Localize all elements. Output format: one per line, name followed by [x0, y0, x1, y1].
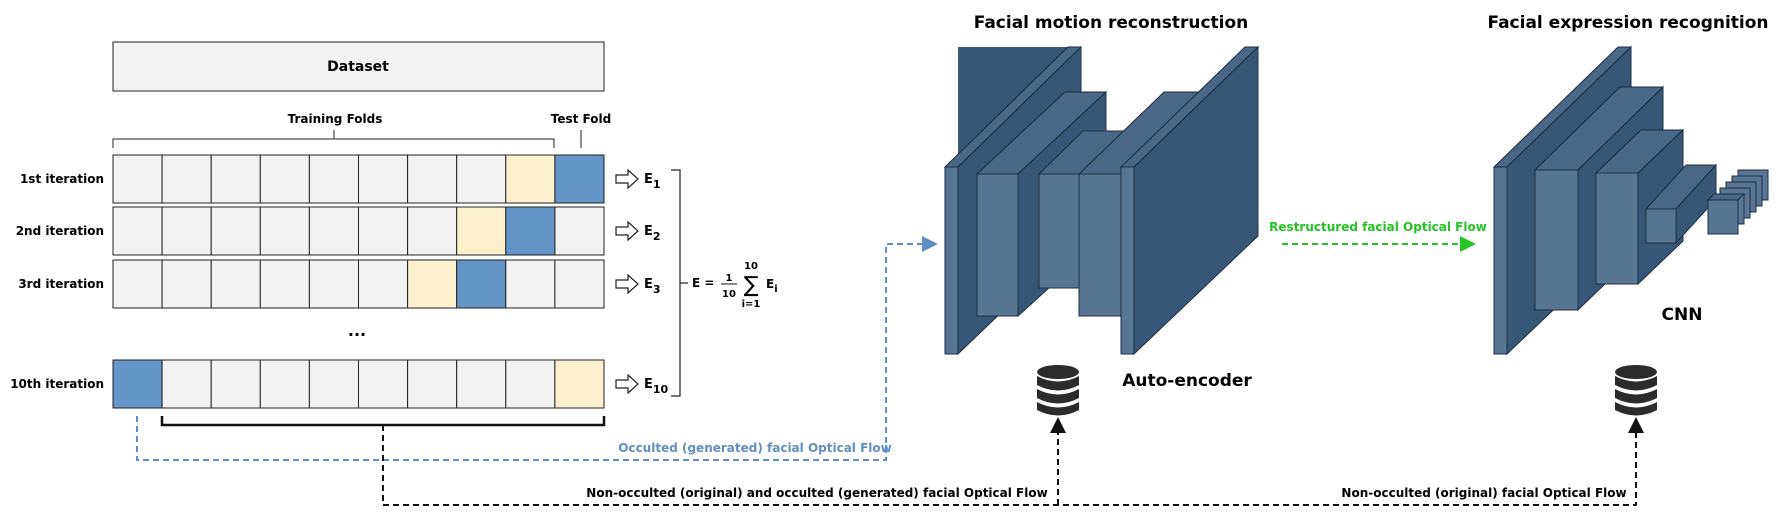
training-fold-cell — [161, 259, 212, 309]
training-fold-cell — [259, 259, 310, 309]
training-fold-cell — [259, 359, 310, 409]
formula-numerator: 1 — [726, 273, 733, 284]
test-fold-cell — [456, 259, 507, 309]
training-fold-cell — [210, 154, 261, 204]
cnn-layer-4 — [1644, 163, 1718, 245]
cnn-network — [1492, 45, 1769, 356]
training-fold-cell — [112, 259, 163, 309]
training-fold-cell — [456, 154, 507, 204]
cnn-label: CNN — [1662, 305, 1703, 325]
fold-brackets: Training Folds Test Fold — [112, 112, 611, 148]
validation-fold-cell — [456, 206, 507, 256]
hollow-arrow-icon — [615, 168, 639, 190]
formula-lhs: E = — [692, 276, 714, 290]
restructured-flow-label: Restructured facial Optical Flow — [1269, 220, 1487, 234]
training-folds-bracket — [160, 416, 606, 427]
average-error-formula: E = 1 10 10 ∑ i=1 Ei — [692, 261, 778, 310]
training-fold-cell — [161, 206, 212, 256]
database-icon — [1615, 365, 1657, 416]
training-fold-cell — [112, 206, 163, 256]
iteration-label: 3rd iteration — [18, 277, 104, 291]
formula-sum-symbol: ∑ — [744, 273, 759, 298]
iteration-label: 2nd iteration — [16, 224, 104, 238]
training-fold-cell — [407, 206, 458, 256]
iteration-row: 2nd iteration E2 — [16, 206, 661, 256]
training-fold-cell — [308, 359, 359, 409]
fold-rows: 1st iteration E1 2nd iteration E2 3rd iterat… — [10, 154, 669, 409]
dataset-label: Dataset — [327, 59, 389, 75]
motion-reconstruction-title: Facial motion reconstruction — [974, 13, 1249, 33]
training-fold-cell — [407, 154, 458, 204]
training-fold-cell — [308, 154, 359, 204]
training-fold-cell — [210, 359, 261, 409]
training-fold-cell — [407, 359, 458, 409]
formula-lower-bound: i=1 — [742, 299, 761, 310]
iteration-row: 3rd iteration E3 — [18, 259, 661, 309]
autoencoder-network — [943, 45, 1260, 356]
training-fold-cell — [358, 359, 409, 409]
iteration-error: E2 — [644, 224, 661, 243]
training-fold-cell — [358, 259, 409, 309]
expression-recognition-title: Facial expression recognition — [1487, 13, 1768, 33]
database-icon — [1037, 365, 1079, 416]
occluded-flow-arrow — [136, 236, 938, 461]
ae-layer-5 — [1119, 45, 1260, 356]
iteration-label: 1st iteration — [20, 172, 104, 186]
training-fold-cell — [161, 154, 212, 204]
training-fold-cell — [505, 359, 556, 409]
training-fold-cell — [210, 259, 261, 309]
iteration-error: E10 — [644, 377, 669, 396]
training-fold-cell — [554, 259, 605, 309]
hollow-arrow-icon — [615, 373, 639, 395]
test-fold-cell — [554, 154, 605, 204]
training-fold-cell — [554, 206, 605, 256]
validation-fold-cell — [554, 359, 605, 409]
training-fold-cell — [161, 359, 212, 409]
formula-upper-bound: 10 — [744, 261, 758, 272]
validation-fold-cell — [407, 259, 458, 309]
iteration-label: 10th iteration — [10, 377, 104, 391]
mixed-flow-label: Non-occulted (original) and occulted (ge… — [586, 486, 1047, 500]
error-bracket — [671, 169, 688, 397]
iteration-error: E1 — [644, 172, 661, 191]
test-fold-cell — [505, 206, 556, 256]
hollow-arrow-icon — [615, 220, 639, 242]
cnn-layer-3 — [1594, 128, 1685, 286]
test-fold-label: Test Fold — [551, 112, 611, 126]
training-fold-cell — [112, 154, 163, 204]
original-flow-arrow — [382, 417, 1644, 506]
occluded-flow-label: Occulted (generated) facial Optical Flow — [618, 441, 891, 455]
original-flow-label: Non-occulted (original) facial Optical F… — [1341, 486, 1626, 500]
training-fold-cell — [308, 259, 359, 309]
hollow-arrow-icon — [615, 273, 639, 295]
test-fold-cell — [112, 359, 163, 409]
autoencoder-label: Auto-encoder — [1122, 371, 1252, 391]
training-fold-cell — [358, 206, 409, 256]
training-fold-cell — [358, 154, 409, 204]
iteration-ellipsis: ... — [348, 321, 366, 340]
training-fold-cell — [210, 206, 261, 256]
iteration-row: 10th iteration E10 — [10, 359, 669, 409]
training-fold-cell — [505, 259, 556, 309]
training-fold-cell — [259, 154, 310, 204]
training-fold-cell — [308, 206, 359, 256]
training-fold-cell — [259, 206, 310, 256]
training-fold-cell — [456, 359, 507, 409]
iteration-row: 1st iteration E1 — [20, 154, 661, 204]
formula-denominator: 10 — [722, 289, 736, 300]
validation-fold-cell — [505, 154, 556, 204]
iteration-error: E3 — [644, 277, 661, 296]
cnn-dense-stack — [1706, 169, 1769, 235]
dataset-box: Dataset — [112, 41, 605, 92]
training-folds-label: Training Folds — [288, 112, 383, 126]
formula-term: Ei — [766, 277, 778, 295]
